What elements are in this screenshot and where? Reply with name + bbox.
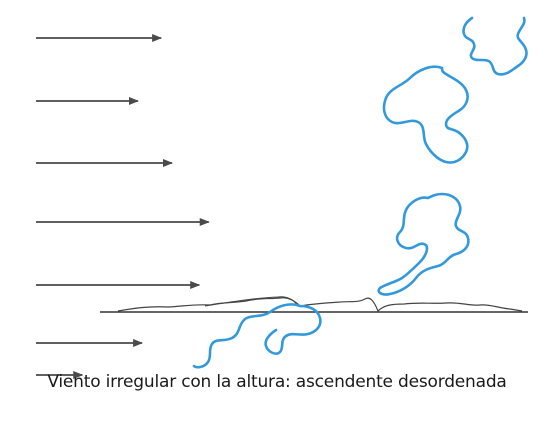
terrain-profile bbox=[117, 297, 523, 313]
eddy-upper-large bbox=[382, 65, 469, 164]
eddy-ground bbox=[192, 303, 322, 369]
wind-arrows bbox=[36, 34, 210, 379]
terrain-ridge bbox=[204, 296, 299, 307]
eddy-middle bbox=[377, 192, 470, 296]
eddy-top-small bbox=[462, 16, 528, 76]
diagram-caption: Viento irregular con la altura: ascenden… bbox=[47, 372, 507, 392]
